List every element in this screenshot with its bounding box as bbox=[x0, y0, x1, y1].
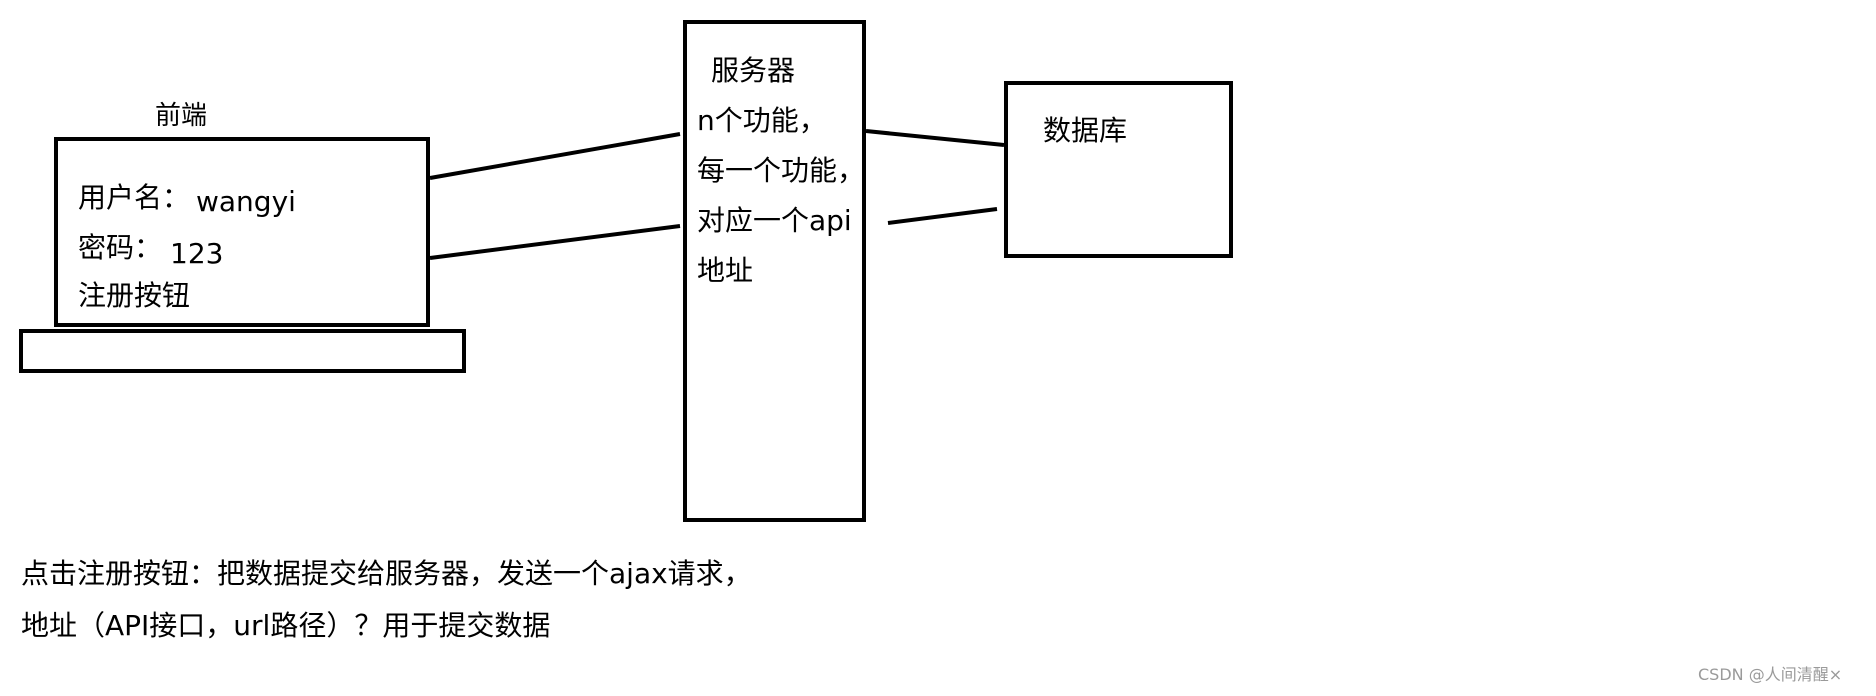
server-line-3: 对应一个api bbox=[697, 204, 852, 237]
password-label: 密码： bbox=[78, 231, 163, 264]
frontend-laptop-screen bbox=[54, 137, 430, 327]
frontend-laptop-base bbox=[19, 329, 466, 373]
frontend-to-server-line-bottom bbox=[429, 224, 681, 260]
frontend-title: 前端 bbox=[155, 101, 208, 131]
note-line-1: 点击注册按钮：把数据提交给服务器，发送一个ajax请求， bbox=[21, 557, 752, 590]
register-button-label: 注册按钮 bbox=[78, 279, 191, 312]
server-line-4: 地址 bbox=[697, 254, 754, 287]
server-line-2: 每一个功能， bbox=[697, 154, 866, 187]
server-line-1: n个功能， bbox=[697, 104, 827, 137]
frontend-to-server-line-top bbox=[429, 132, 681, 180]
server-to-database-line-top bbox=[865, 129, 1005, 147]
database-title: 数据库 bbox=[1043, 114, 1128, 147]
password-value: 123 bbox=[170, 237, 224, 270]
watermark: CSDN @人间清醒× bbox=[1698, 665, 1843, 684]
server-title: 服务器 bbox=[711, 54, 796, 87]
username-value: wangyi bbox=[196, 185, 296, 218]
database-box bbox=[1004, 81, 1233, 258]
note-line-2: 地址（API接口，url路径）？用于提交数据 bbox=[21, 609, 551, 642]
server-box bbox=[683, 20, 866, 522]
username-label: 用户名： bbox=[78, 181, 191, 214]
server-to-database-line-bottom bbox=[887, 207, 998, 225]
